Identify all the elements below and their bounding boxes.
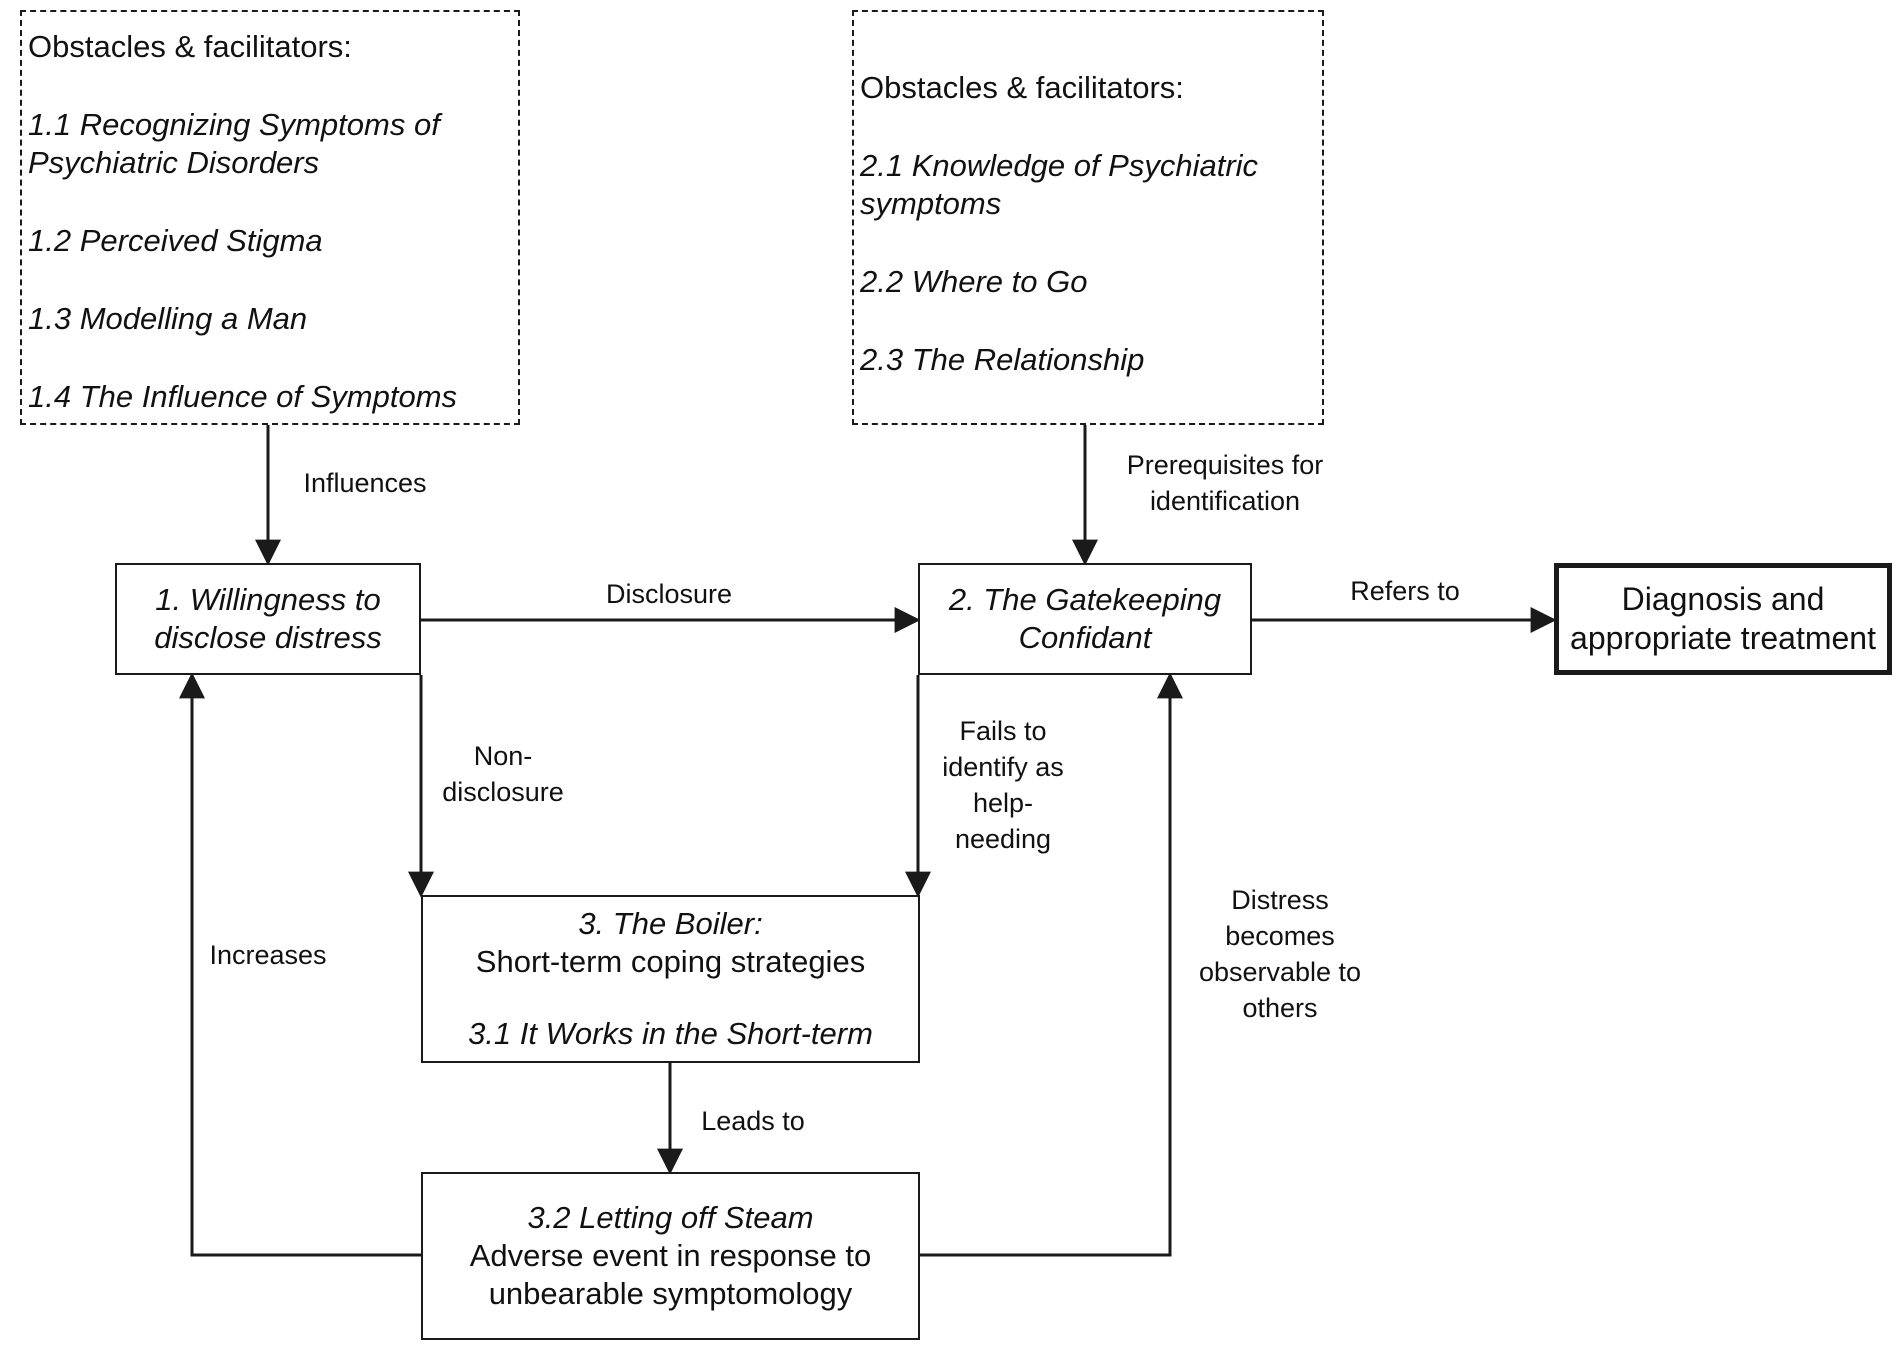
obstacle-item: 1.2 Perceived Stigma xyxy=(28,223,323,258)
edge-label-influences: Influences xyxy=(303,468,427,498)
steam-title: 3.2 Letting off Steam xyxy=(527,1200,814,1235)
edge-label-leads-to: Leads to xyxy=(701,1106,805,1136)
node-diagnosis-label: Diagnosis and appropriate treatment xyxy=(1570,581,1876,656)
edge-label-increases: Increases xyxy=(209,940,327,970)
arrow-distress-observable xyxy=(920,672,1183,1257)
obstacle-item: 2.3 The Relationship xyxy=(860,342,1145,377)
steam-line-2: unbearable symptomology xyxy=(488,1276,853,1311)
obstacle-item: 1.4 The Influence of Symptoms xyxy=(28,379,458,414)
boiler-title: 3. The Boiler: xyxy=(578,906,763,941)
node-gatekeeping-label: 2. The Gatekeeping Confidant xyxy=(948,582,1222,655)
boiler-subtitle: Short-term coping strategies xyxy=(475,944,866,979)
obstacles-box-right: Obstacles & facilitators: 2.1 Knowledge … xyxy=(852,10,1324,425)
obstacle-item: 2.1 Knowledge of Psychiatric symptoms xyxy=(860,148,1259,221)
edge-label-non-disclosure: Non- disclosure xyxy=(442,741,564,807)
edge-label-prerequisites: Prerequisites for identification xyxy=(1126,450,1324,516)
arrow-increases xyxy=(179,672,421,1257)
node-gatekeeping-confidant: 2. The Gatekeeping Confidant xyxy=(918,563,1252,675)
obstacles-heading: Obstacles & facilitators: xyxy=(28,29,352,64)
obstacle-item: 1.1 Recognizing Symptoms of Psychiatric … xyxy=(28,107,440,180)
steam-line-1: Adverse event in response to xyxy=(469,1238,872,1273)
node-diagnosis-treatment: Diagnosis and appropriate treatment xyxy=(1554,563,1892,675)
edge-label-distress-observable: Distress becomes observable to others xyxy=(1198,885,1362,1023)
obstacle-item: 2.2 Where to Go xyxy=(860,264,1088,299)
obstacles-heading: Obstacles & facilitators: xyxy=(860,70,1184,105)
node-letting-off-steam: 3.2 Letting off Steam Adverse event in r… xyxy=(421,1172,920,1340)
node-willingness: 1. Willingness to disclose distress xyxy=(115,563,421,675)
boiler-item: 3.1 It Works in the Short-term xyxy=(468,1016,873,1051)
obstacle-item: 1.3 Modelling a Man xyxy=(28,301,308,336)
edge-label-refers-to: Refers to xyxy=(1350,576,1460,606)
node-boiler: 3. The Boiler: Short-term coping strateg… xyxy=(421,895,920,1063)
node-willingness-label: 1. Willingness to disclose distress xyxy=(154,582,382,655)
edge-label-fails-to-identify: Fails to identify as help- needing xyxy=(942,716,1064,854)
edge-label-disclosure: Disclosure xyxy=(605,579,733,609)
obstacles-box-left: Obstacles & facilitators: 1.1 Recognizin… xyxy=(20,10,520,425)
